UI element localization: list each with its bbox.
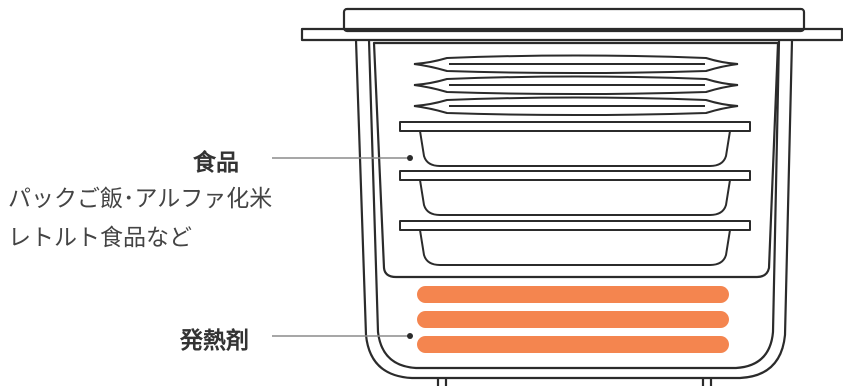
- retort-pouch: [413, 54, 739, 74]
- food-description-line-2: レトルト食品など: [8, 225, 192, 251]
- heater-label: 発熱剤: [180, 328, 249, 354]
- lid-top: [342, 7, 806, 33]
- rice-tray: [399, 170, 751, 216]
- retort-pouch: [413, 75, 739, 95]
- heater-pad: [417, 286, 729, 303]
- heater-pad: [417, 311, 729, 328]
- food-label: 食品: [193, 150, 239, 176]
- container-body: [354, 39, 794, 386]
- container-lid: [300, 7, 843, 42]
- outer-wall: [354, 39, 794, 380]
- inner-wall: [367, 39, 781, 370]
- leg-left: [436, 378, 448, 386]
- heater-leader-dot: [407, 333, 413, 339]
- food-leader-dot: [407, 155, 413, 161]
- rice-tray: [399, 220, 751, 266]
- retort-pouches: [413, 54, 739, 116]
- leader-lines: [272, 155, 413, 339]
- rice-trays: [399, 121, 751, 266]
- lid-rim: [300, 27, 843, 42]
- food-tray-basket: [372, 41, 780, 279]
- leg-right: [701, 378, 713, 386]
- food-description-line-1: パックご飯･アルファ化米: [8, 186, 273, 212]
- rice-tray: [399, 121, 751, 167]
- heater-pad: [417, 336, 729, 353]
- heating-agent: [417, 286, 729, 353]
- retort-pouch: [413, 96, 739, 116]
